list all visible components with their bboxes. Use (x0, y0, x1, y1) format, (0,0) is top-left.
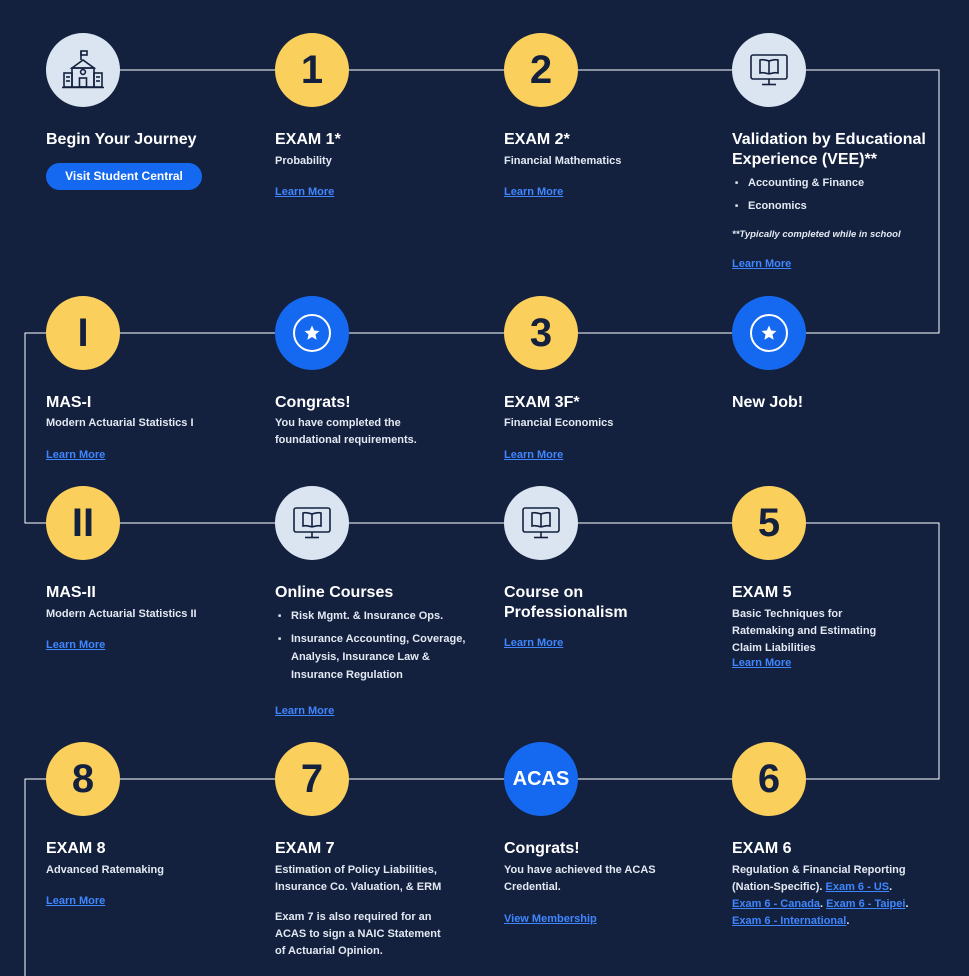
exam-6-description: Regulation & Financial Reporting (Nation… (732, 864, 909, 927)
step-title: EXAM 6 (732, 840, 792, 857)
step-subtitle: Advanced Ratemaking (46, 864, 164, 876)
step-title: EXAM 7 (275, 840, 335, 857)
star-icon (293, 314, 331, 352)
vee-note: **Typically completed while in school (732, 229, 901, 240)
badge-number: 6 (757, 757, 781, 801)
learn-more-link[interactable]: Learn More (46, 449, 106, 461)
star-badge (275, 296, 349, 370)
step-subtitle: You have completed the foundational requ… (275, 417, 417, 446)
step-title: Begin Your Journey (46, 131, 197, 148)
step-title: Online Courses (275, 584, 394, 601)
step-subtitle: Estimation of Policy Liabilities, Insura… (275, 864, 442, 893)
step-title: MAS-II (46, 584, 96, 601)
star-icon (750, 314, 788, 352)
learn-more-link[interactable]: Learn More (732, 258, 792, 270)
step-subtitle: Basic Techniques for Ratemaking and Esti… (732, 608, 877, 654)
step-subtitle: Financial Economics (504, 417, 614, 429)
badge-number: 1 (300, 48, 324, 92)
list-item: Accounting & Finance (735, 174, 948, 192)
badge-number: 8 (71, 757, 95, 801)
badge-number: 5 (757, 501, 781, 545)
exam-6-taipei-link[interactable]: Exam 6 - Taipei (826, 898, 906, 910)
step-subtitle: Financial Mathematics (504, 155, 622, 167)
learn-more-link[interactable]: Learn More (46, 895, 106, 907)
list-item: Risk Mgmt. & Insurance Ops. (278, 607, 476, 625)
step-title: EXAM 8 (46, 840, 106, 857)
list-item: Economics (735, 197, 948, 215)
step-title: Congrats! (275, 394, 351, 411)
badge-exam-1: 1 (275, 33, 349, 107)
badge-label: ACAS (512, 767, 570, 790)
step-title: EXAM 5 (732, 584, 792, 601)
step-subtitle: Modern Actuarial Statistics II (46, 608, 197, 620)
badge-exam-6: 6 (732, 742, 806, 816)
step-subtitle: Modern Actuarial Statistics I (46, 417, 194, 429)
learn-more-link[interactable]: Learn More (275, 186, 335, 198)
exam-7-note: Exam 7 is also required for an ACAS to s… (275, 911, 441, 957)
list-item: Insurance Accounting, Coverage, Analysis… (278, 630, 476, 684)
badge-number: II (71, 501, 95, 545)
schoolhouse-icon (46, 33, 120, 107)
learn-more-link[interactable]: Learn More (46, 639, 106, 651)
step-title: MAS-I (46, 394, 92, 411)
step-title: EXAM 2* (504, 131, 570, 148)
badge-exam-5: 5 (732, 486, 806, 560)
step-subtitle: Regulation & Financial Reporting (Nation… (732, 864, 906, 893)
badge-number: I (77, 311, 89, 355)
badge-exam-2: 2 (504, 33, 578, 107)
visit-student-central-button[interactable]: Visit Student Central (46, 163, 202, 190)
step-subtitle: Probability (275, 155, 332, 167)
step-title: EXAM 3F* (504, 394, 580, 411)
exam-6-international-link[interactable]: Exam 6 - International (732, 915, 847, 927)
step-title: Validation by Educational Experience (VE… (732, 131, 926, 168)
step-subtitle: You have achieved the ACAS Credential. (504, 864, 656, 893)
badge-acas: ACAS (504, 742, 578, 816)
learn-more-link[interactable]: Learn More (275, 705, 335, 717)
view-membership-link[interactable]: View Membership (504, 913, 597, 925)
monitor-book-icon (732, 33, 806, 107)
monitor-book-icon (275, 486, 349, 560)
step-title: Course on Professionalism (504, 584, 628, 621)
badge-number: 3 (529, 311, 553, 355)
badge-exam-8: 8 (46, 742, 120, 816)
learn-more-link[interactable]: Learn More (504, 449, 564, 461)
step-title: New Job! (732, 394, 804, 411)
badge-number: 7 (300, 757, 324, 801)
badge-mas-2: II (46, 486, 120, 560)
step-title: EXAM 1* (275, 131, 341, 148)
badge-mas-1: I (46, 296, 120, 370)
learn-more-link[interactable]: Learn More (732, 657, 792, 669)
badge-exam-7: 7 (275, 742, 349, 816)
star-badge (732, 296, 806, 370)
learn-more-link[interactable]: Learn More (504, 186, 564, 198)
monitor-book-icon (504, 486, 578, 560)
step-title: Congrats! (504, 840, 580, 857)
learn-more-link[interactable]: Learn More (504, 637, 564, 649)
exam-6-us-link[interactable]: Exam 6 - US (825, 881, 890, 893)
vee-list: Accounting & Finance Economics (732, 174, 948, 220)
badge-number: 2 (529, 48, 553, 92)
badge-exam-3f: 3 (504, 296, 578, 370)
online-courses-list: Risk Mgmt. & Insurance Ops. Insurance Ac… (275, 607, 476, 689)
exam-6-canada-link[interactable]: Exam 6 - Canada (732, 898, 821, 910)
